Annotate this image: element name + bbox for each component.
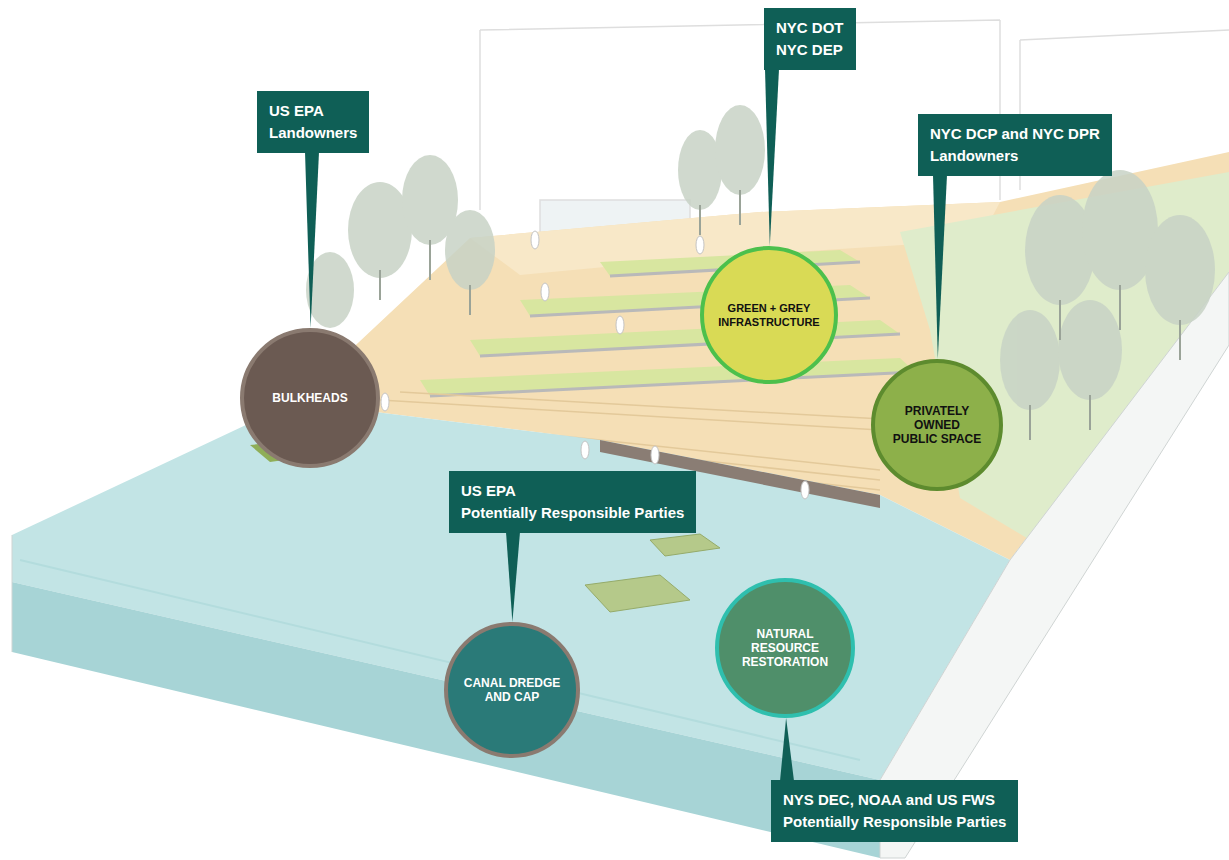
topic-label: GREEN + GREY INFRASTRUCTURE bbox=[713, 301, 825, 329]
topic-circle: BULKHEADS bbox=[240, 328, 380, 468]
callout-pointer bbox=[765, 69, 779, 246]
callout-pointer bbox=[780, 718, 794, 781]
party-name: NYC DEP bbox=[776, 39, 844, 61]
agency-callout-box: NYC DCP and NYC DPRLandowners bbox=[918, 114, 1112, 176]
topic-circle: NATURAL RESOURCE RESTORATION bbox=[715, 578, 855, 718]
callout-pointer bbox=[933, 175, 947, 359]
topic-circle: PRIVATELY OWNED PUBLIC SPACE bbox=[871, 359, 1003, 491]
party-name: Potentially Responsible Parties bbox=[461, 502, 684, 524]
agency-callout-box: US EPALandowners bbox=[257, 91, 369, 153]
topic-circle: GREEN + GREY INFRASTRUCTURE bbox=[700, 246, 838, 384]
callout-pointer bbox=[506, 532, 520, 622]
agency-name: NYC DCP and NYC DPR bbox=[930, 123, 1100, 145]
agency-callout-box: NYS DEC, NOAA and US FWSPotentially Resp… bbox=[771, 780, 1018, 842]
topic-label: BULKHEADS bbox=[272, 391, 347, 405]
agency-name: US EPA bbox=[461, 480, 684, 502]
topic-label: CANAL DREDGE AND CAP bbox=[460, 676, 564, 704]
agency-name: NYS DEC, NOAA and US FWS bbox=[783, 789, 1006, 811]
topic-circle: CANAL DREDGE AND CAP bbox=[444, 622, 580, 758]
agency-callout-box: US EPAPotentially Responsible Parties bbox=[449, 471, 696, 533]
agency-name: US EPA bbox=[269, 100, 357, 122]
topic-label: NATURAL RESOURCE RESTORATION bbox=[737, 627, 833, 669]
party-name: Landowners bbox=[930, 145, 1100, 167]
party-name: Potentially Responsible Parties bbox=[783, 811, 1006, 833]
agency-name: NYC DOT bbox=[776, 17, 844, 39]
agency-callout-box: NYC DOTNYC DEP bbox=[764, 8, 856, 70]
topic-label: PRIVATELY OWNED PUBLIC SPACE bbox=[891, 404, 983, 446]
party-name: Landowners bbox=[269, 122, 357, 144]
callout-pointer bbox=[305, 152, 319, 328]
